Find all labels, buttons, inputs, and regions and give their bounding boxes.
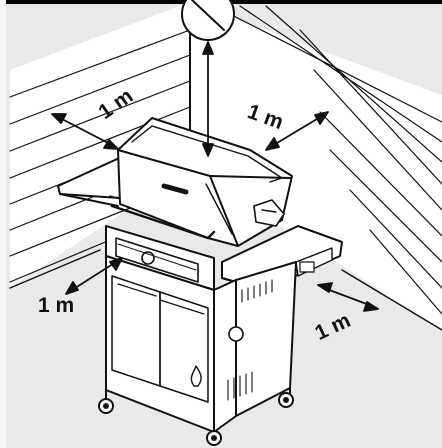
arrow-top-left <box>51 113 119 150</box>
left-wall <box>9 2 191 288</box>
right-wall <box>189 1 442 330</box>
prohibited-sign-icon <box>181 0 235 41</box>
clearance-arrows <box>51 41 379 312</box>
arrow-left <box>65 257 123 295</box>
left-margin <box>0 0 6 448</box>
floor-lines <box>9 249 442 331</box>
arrow-bottom-right <box>317 282 379 312</box>
clearance-label-left: 1 m <box>38 294 75 317</box>
grill <box>57 117 343 446</box>
flame-icon <box>190 365 202 387</box>
arrow-top <box>202 41 214 157</box>
brand-logo <box>161 183 189 195</box>
arrow-top-right <box>265 111 329 151</box>
